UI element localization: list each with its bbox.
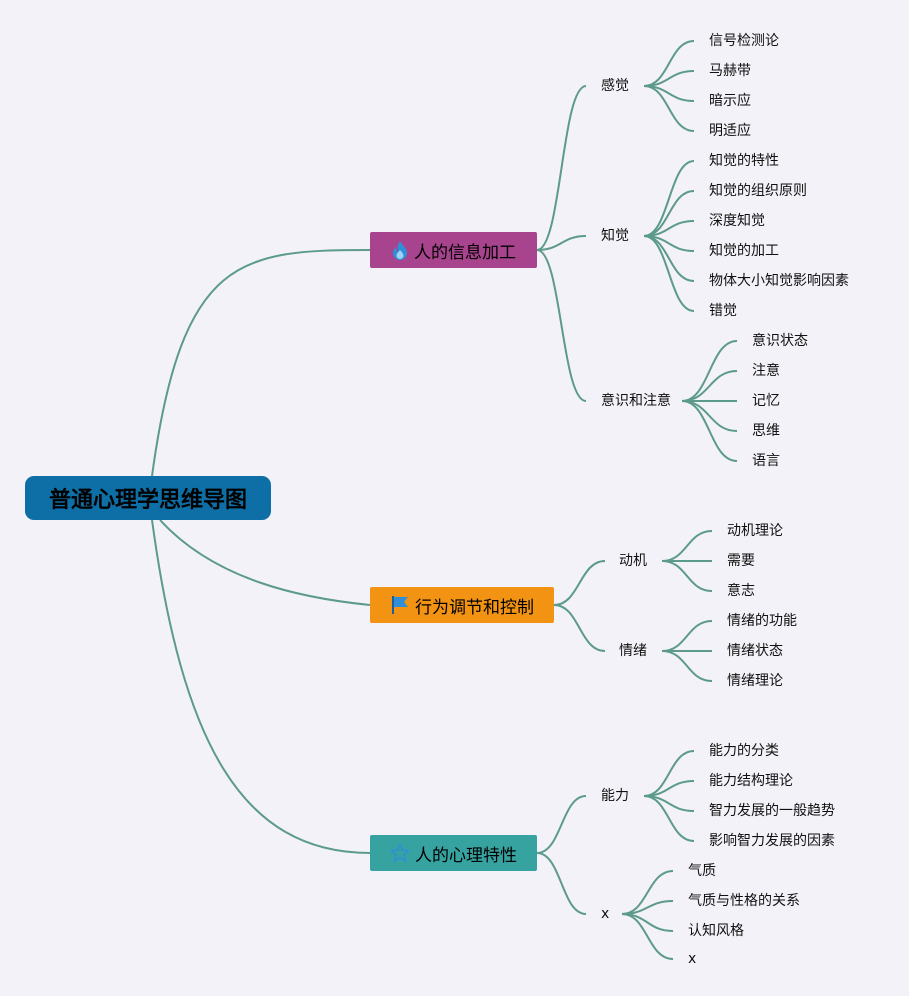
topic-label: 意识和注意 bbox=[601, 393, 671, 409]
branch-edge bbox=[536, 852, 587, 915]
root-node[interactable]: 普通心理学思维导图 bbox=[25, 476, 271, 520]
topic-node[interactable]: 知觉 bbox=[601, 226, 629, 246]
root-edge bbox=[151, 249, 371, 477]
leaf-edge bbox=[681, 400, 738, 462]
root-title: 普通心理学思维导图 bbox=[48, 488, 247, 513]
branch-label: 人的信息加工 bbox=[414, 242, 516, 263]
leaf-node[interactable]: 语言 bbox=[752, 453, 780, 469]
leaf-node[interactable]: 情绪理论 bbox=[727, 673, 783, 689]
branch-edge bbox=[553, 560, 606, 606]
leaf-node[interactable]: 意志 bbox=[727, 583, 755, 599]
leaf-node[interactable]: 知觉的特性 bbox=[709, 153, 779, 169]
branch-edge bbox=[553, 604, 606, 652]
branch-psych-traits[interactable]: 人的心理特性 bbox=[370, 835, 537, 871]
leaf-node[interactable]: 马赫带 bbox=[709, 63, 751, 79]
leaf-node[interactable]: 能力的分类 bbox=[709, 743, 779, 759]
leaf-node[interactable]: 知觉的组织原则 bbox=[709, 183, 807, 199]
leaf-node[interactable]: 明适应 bbox=[709, 123, 751, 139]
leaf-node[interactable]: 注意 bbox=[752, 363, 780, 379]
leaf-node[interactable]: 需要 bbox=[727, 553, 755, 569]
leaf-node[interactable]: 意识状态 bbox=[752, 333, 808, 349]
branch-edge bbox=[536, 85, 587, 251]
leaf-node[interactable]: 气质 bbox=[688, 863, 716, 879]
topic-label: 情绪 bbox=[619, 643, 647, 659]
topic-label: 感觉 bbox=[601, 78, 629, 94]
branch-edge bbox=[536, 235, 587, 251]
leaf-node[interactable]: 记忆 bbox=[752, 393, 780, 409]
topic-node[interactable]: 意识和注意 bbox=[601, 391, 671, 411]
leaf-node[interactable]: 动机理论 bbox=[727, 523, 783, 539]
leaf-edge bbox=[643, 85, 695, 132]
leaf-edge bbox=[621, 913, 674, 960]
topic-label: x bbox=[601, 906, 610, 922]
topic-node[interactable]: 情绪 bbox=[619, 641, 647, 661]
star-icon bbox=[390, 843, 410, 863]
flame-icon bbox=[391, 240, 409, 260]
leaf-edge bbox=[661, 530, 713, 562]
leaf-node[interactable]: 影响智力发展的因素 bbox=[709, 833, 835, 849]
root-edge bbox=[151, 519, 371, 854]
flag-icon bbox=[390, 595, 410, 615]
leaf-edge bbox=[643, 160, 695, 237]
topic-label: 知觉 bbox=[601, 228, 629, 244]
leaf-node[interactable]: 情绪的功能 bbox=[727, 613, 797, 629]
leaf-node[interactable]: 深度知觉 bbox=[709, 213, 765, 229]
branch-info-processing[interactable]: 人的信息加工 bbox=[370, 232, 537, 268]
branch-edge bbox=[536, 795, 587, 854]
leaf-edge bbox=[661, 650, 713, 682]
leaf-edge bbox=[661, 560, 713, 592]
leaf-node[interactable]: 思维 bbox=[752, 423, 780, 439]
leaf-node[interactable]: 错觉 bbox=[709, 303, 737, 319]
leaf-edge bbox=[661, 620, 713, 652]
leaf-edge bbox=[681, 400, 738, 432]
leaf-node[interactable]: 情绪状态 bbox=[727, 643, 783, 659]
topic-node[interactable]: 能力 bbox=[601, 786, 629, 806]
topic-label: 动机 bbox=[619, 553, 647, 569]
leaf-edge bbox=[643, 235, 695, 312]
leaf-edge bbox=[681, 340, 738, 402]
leaf-node[interactable]: 物体大小知觉影响因素 bbox=[709, 273, 849, 289]
branch-edge bbox=[536, 249, 587, 402]
branch-label: 行为调节和控制 bbox=[415, 597, 534, 618]
leaf-node[interactable]: 信号检测论 bbox=[709, 33, 779, 49]
leaf-node[interactable]: 认知风格 bbox=[688, 923, 744, 939]
root-edge bbox=[159, 519, 371, 606]
topic-node[interactable]: 感觉 bbox=[601, 76, 629, 96]
leaf-edge bbox=[681, 370, 738, 402]
topic-label: 能力 bbox=[601, 788, 629, 804]
branch-behavior-control[interactable]: 行为调节和控制 bbox=[370, 587, 554, 623]
leaf-edge bbox=[643, 795, 695, 842]
leaf-node[interactable]: 智力发展的一般趋势 bbox=[709, 803, 835, 819]
leaf-node[interactable]: 暗示应 bbox=[709, 93, 751, 109]
branch-label: 人的心理特性 bbox=[415, 845, 517, 866]
topic-node[interactable]: x bbox=[601, 904, 609, 924]
leaf-node[interactable]: 气质与性格的关系 bbox=[688, 893, 800, 909]
leaf-node[interactable]: 能力结构理论 bbox=[709, 773, 793, 789]
topic-node[interactable]: 动机 bbox=[619, 551, 647, 571]
leaf-node[interactable]: 知觉的加工 bbox=[709, 243, 779, 259]
leaf-node[interactable]: x bbox=[688, 951, 697, 967]
